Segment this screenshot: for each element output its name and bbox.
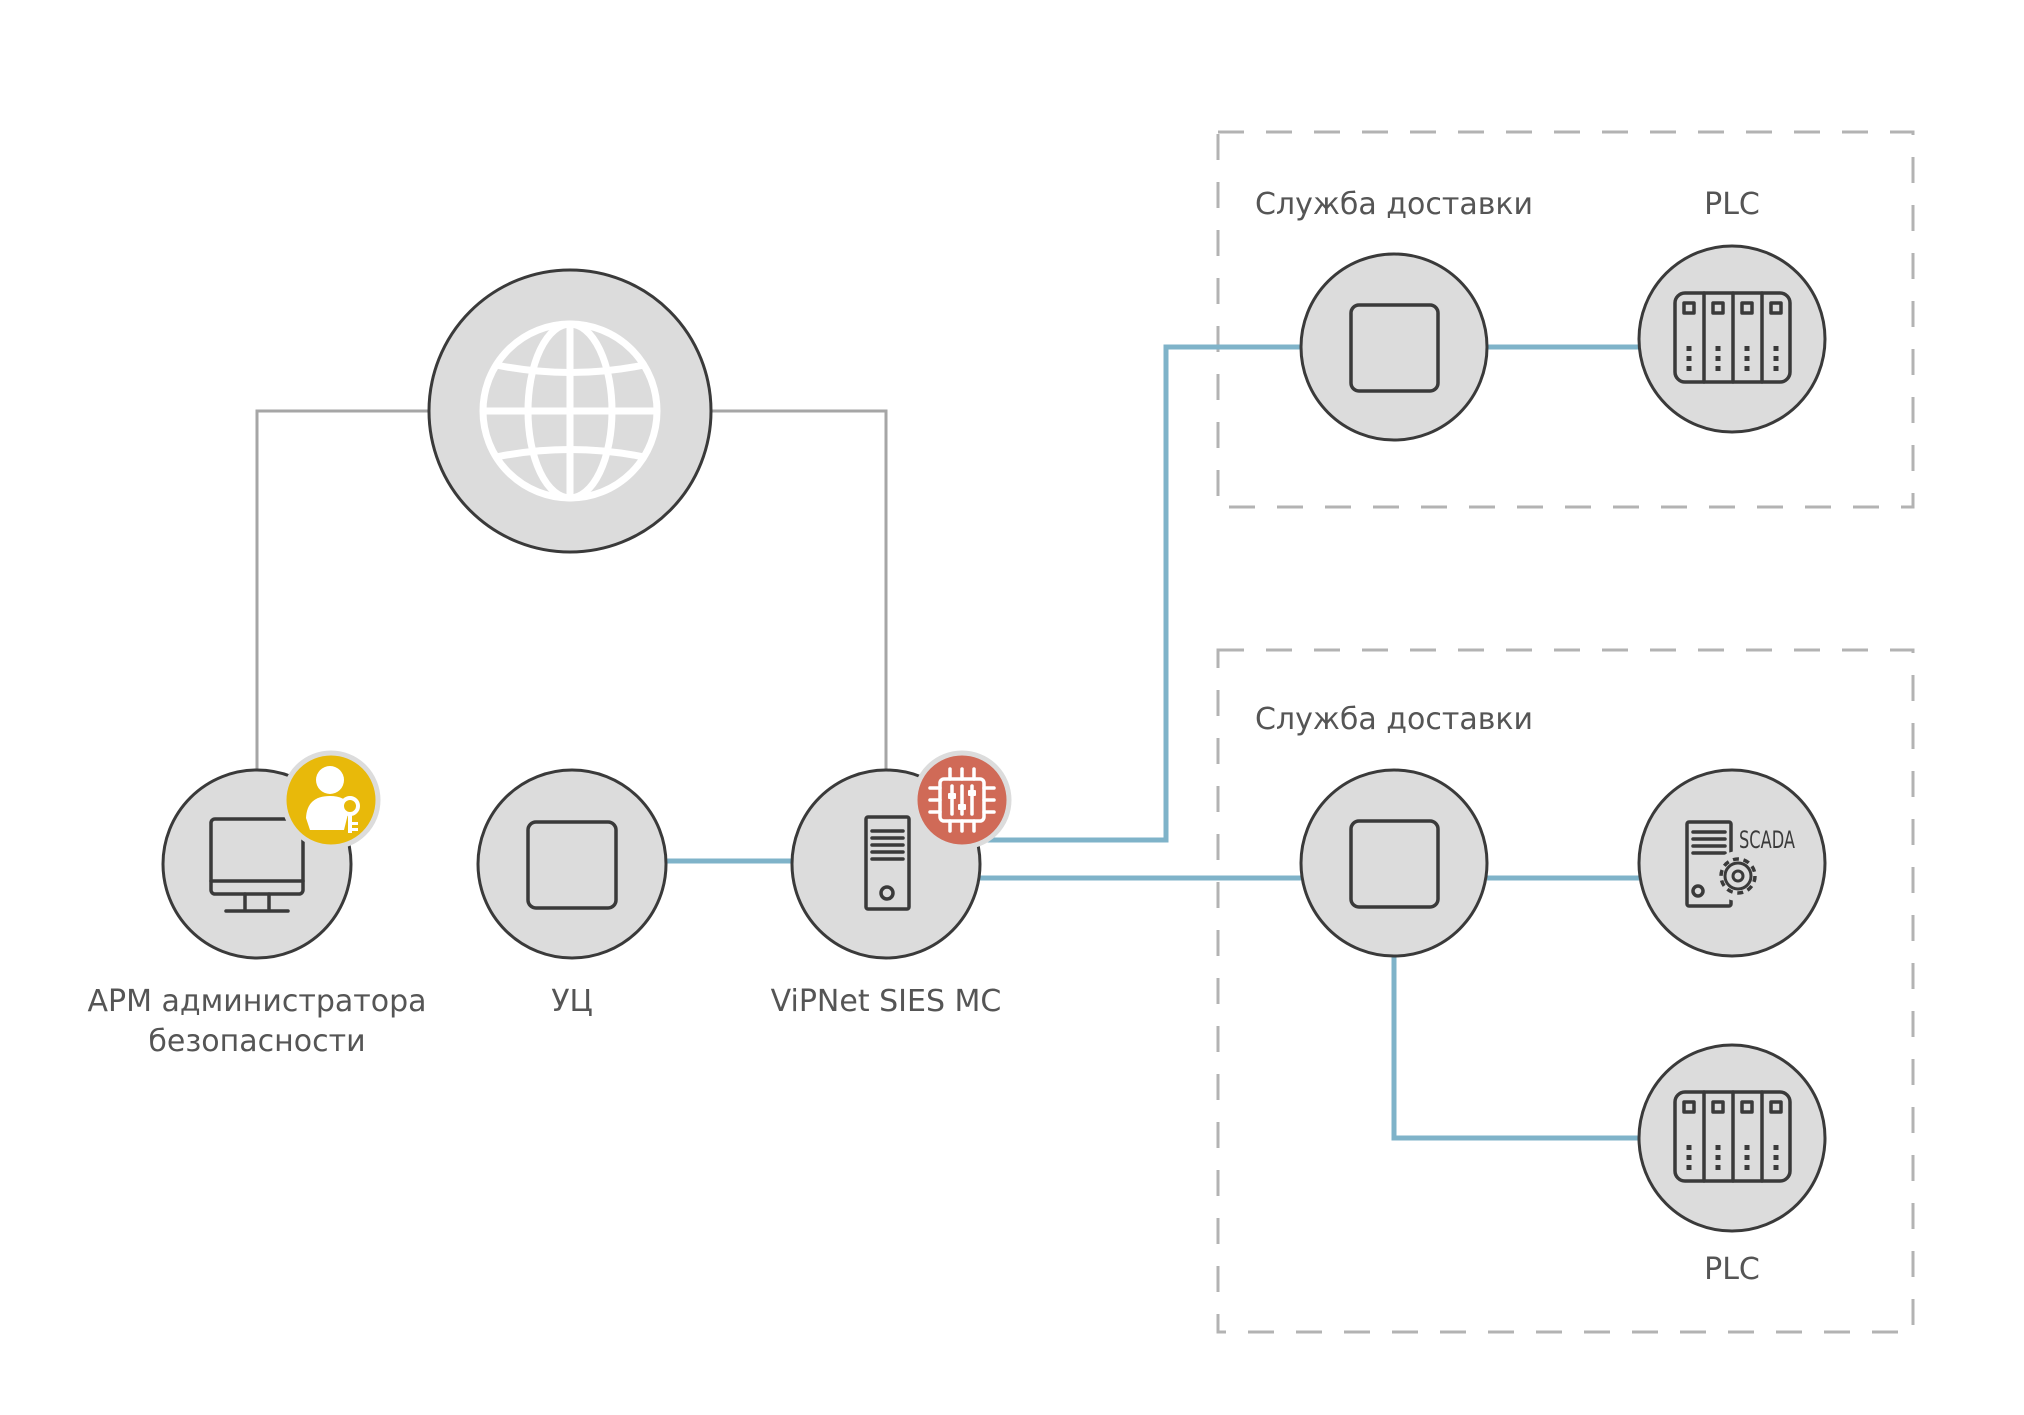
monitor-icon — [209, 817, 305, 913]
plc-bottom-node[interactable] — [1637, 1043, 1827, 1233]
box-icon — [1349, 303, 1440, 393]
security-admin-badge — [281, 750, 381, 850]
delivery-top-node[interactable] — [1299, 252, 1489, 442]
zone-bottom — [1216, 648, 1915, 1334]
plc-top-label: PLC — [1704, 187, 1760, 222]
zone-top — [1216, 130, 1915, 509]
link-delivery-bottom-plc — [1391, 956, 1639, 1141]
gear-icon — [1713, 851, 1763, 901]
server-tower-icon — [864, 815, 911, 911]
delivery-bottom-label: Служба доставки — [1254, 702, 1534, 737]
sies-label: ViPNet SIES MC — [770, 984, 1002, 1019]
link-internet-sies — [711, 409, 888, 770]
ca-node[interactable] — [476, 768, 668, 960]
internet-node[interactable] — [427, 268, 713, 554]
link-sies-delivery-top — [985, 344, 1301, 843]
plc-rack-icon — [1673, 1090, 1792, 1183]
scada-node[interactable]: SCADA — [1637, 768, 1827, 958]
ca-label: УЦ — [551, 984, 593, 1019]
box-icon — [526, 820, 618, 910]
chip-slider-knobs — [948, 790, 976, 810]
plc-top-node[interactable] — [1637, 244, 1827, 434]
arm-label-line2: безопасности — [148, 1024, 366, 1059]
delivery-top-label: Служба доставки — [1254, 187, 1534, 222]
link-internet-arm — [255, 409, 429, 770]
plc-rack-icon — [1673, 291, 1792, 384]
sies-chip-badge — [912, 750, 1012, 850]
delivery-bottom-node[interactable] — [1299, 768, 1489, 958]
admin-key-icon — [306, 766, 360, 833]
scada-icon-text: SCADA — [1739, 826, 1795, 854]
box-icon — [1349, 819, 1440, 909]
plc-bottom-label: PLC — [1704, 1252, 1760, 1287]
arm-label-line1: АРМ администратора — [87, 984, 427, 1019]
globe-icon — [479, 320, 661, 502]
